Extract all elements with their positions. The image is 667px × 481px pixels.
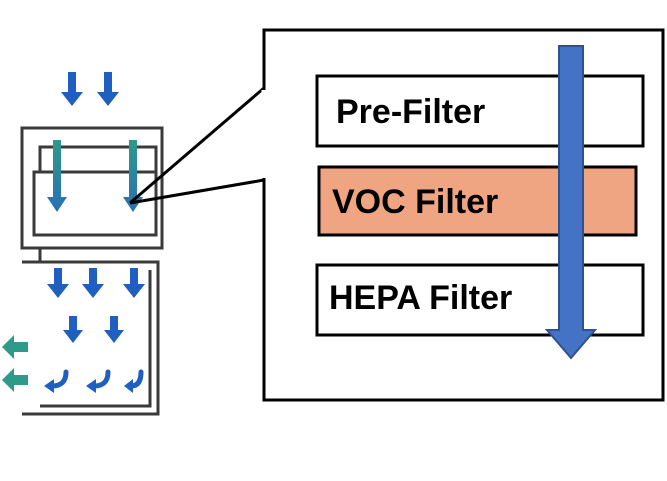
down-arrow-icon	[47, 268, 69, 298]
down-arrow-icon	[123, 140, 143, 212]
cabinet-schematic	[2, 72, 164, 416]
down-arrow-icon	[47, 140, 67, 212]
arrowhead	[124, 379, 133, 393]
downflow-arrows	[47, 268, 145, 343]
down-arrow-icon	[97, 72, 119, 106]
hepa-filter-box	[315, 263, 645, 337]
down-arrow-icon	[104, 316, 124, 343]
filtered-air-arrows	[47, 140, 143, 212]
pre-filter-box	[315, 74, 645, 148]
arrowhead	[86, 379, 96, 393]
down-arrow-icon	[63, 316, 83, 343]
filter-housing	[20, 126, 164, 250]
exhaust-arrows	[2, 335, 28, 392]
callout: Pre-Filter VOC Filter HEPA Filter	[129, 28, 665, 402]
down-arrow-icon	[123, 268, 145, 298]
flow-direction-arrow-icon	[544, 45, 598, 360]
left-arrow-icon	[2, 368, 28, 392]
curved-arrow-icon	[91, 369, 111, 389]
work-chamber	[22, 248, 160, 416]
intake-arrows	[61, 72, 119, 106]
down-arrow-icon	[82, 268, 104, 298]
down-arrow-icon	[61, 72, 83, 106]
hepa-filter-label: HEPA Filter	[329, 279, 512, 317]
arrowhead	[44, 379, 54, 393]
curved-arrow-icon	[49, 369, 69, 389]
left-arrow-icon	[2, 335, 28, 359]
pre-filter-label: Pre-Filter	[336, 93, 485, 131]
voc-filter-label: VOC Filter	[332, 183, 498, 221]
